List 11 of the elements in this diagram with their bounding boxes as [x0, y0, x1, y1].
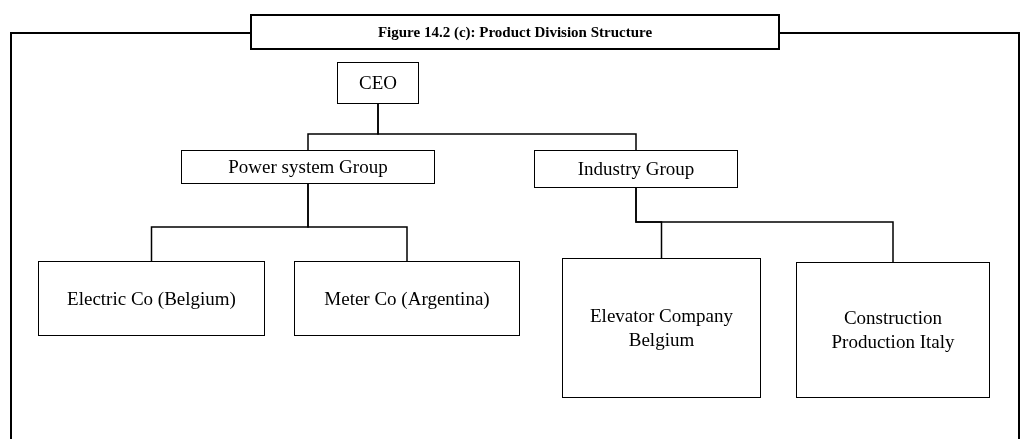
org-box: CEO: [337, 62, 419, 104]
connector-line: [307, 183, 408, 262]
figure-title: Figure 14.2 (c): Product Division Structure: [250, 14, 780, 50]
org-box: Construction Production Italy: [796, 262, 990, 398]
org-box: Meter Co (Argentina): [294, 261, 520, 336]
connector-line: [377, 103, 637, 151]
org-box: Power system Group: [181, 150, 435, 184]
org-box: Electric Co (Belgium): [38, 261, 265, 336]
connector-line: [635, 187, 894, 263]
org-box: Elevator Company Belgium: [562, 258, 761, 398]
org-box: Industry Group: [534, 150, 738, 188]
